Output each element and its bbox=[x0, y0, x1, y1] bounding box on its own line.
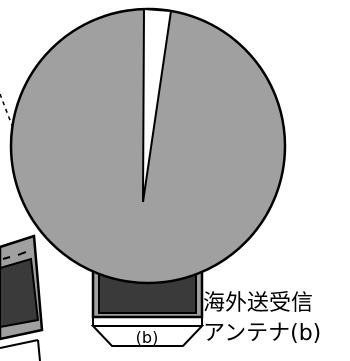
leader-line bbox=[0, 93, 14, 129]
caption-line-1: 海外送受信 bbox=[203, 291, 314, 316]
antenna-caption: 海外送受信 アンテナ(b) bbox=[203, 289, 350, 349]
caption-line-2: アンテナ(b) bbox=[203, 321, 322, 346]
antenna-dish bbox=[9, 7, 287, 285]
base-label: (b) bbox=[135, 328, 159, 347]
left-antenna-partial bbox=[0, 234, 44, 361]
